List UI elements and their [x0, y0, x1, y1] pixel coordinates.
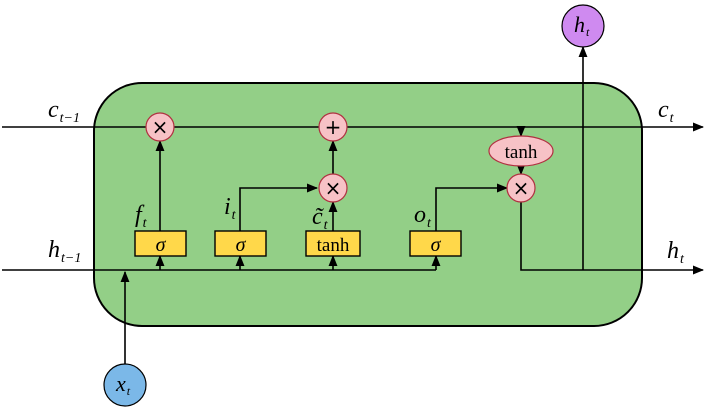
input-gate-label: it	[224, 194, 237, 223]
svg-text:×: ×	[152, 115, 169, 139]
tanh-operator: tanh	[488, 135, 554, 167]
output-multiply-operator: ×	[506, 173, 536, 203]
output-gate-label: ot	[414, 202, 432, 231]
cell-state-output-label: ct	[658, 97, 675, 126]
input-x-node: xt	[103, 363, 147, 407]
output-to-mult	[435, 183, 509, 231]
add-operator: +	[318, 112, 348, 142]
input-gate-symbol: σ	[236, 234, 247, 256]
cell-state-input-label: ct−1	[48, 97, 80, 126]
svg-text:×: ×	[513, 176, 530, 200]
svg-text:+: +	[325, 115, 342, 139]
forget-gate-symbol: σ	[156, 234, 167, 256]
forget-gate-label: ft	[135, 202, 148, 231]
output-gate-symbol: σ	[431, 234, 442, 256]
input-multiply-operator: ×	[318, 173, 348, 203]
hidden-state-input-label: ht−1	[48, 237, 81, 266]
svg-text:tanh: tanh	[505, 142, 538, 163]
candidate-gate-symbol: tanh	[317, 235, 350, 256]
forget-multiply-operator: ×	[145, 112, 175, 142]
svg-text:×: ×	[325, 176, 342, 200]
input-to-mult	[239, 183, 319, 231]
input-gate: σ	[214, 230, 267, 257]
output-gate: σ	[409, 230, 462, 257]
svg-text:xt: xt	[115, 371, 131, 398]
candidate-gate-label: c̃t	[312, 204, 329, 233]
forget-gate: σ	[134, 230, 187, 257]
hidden-state-output-label: ht	[667, 238, 685, 267]
lstm-cell-body	[93, 82, 643, 327]
hidden-output-node: ht	[561, 4, 605, 48]
candidate-gate: tanh	[305, 230, 361, 257]
svg-text:ht: ht	[574, 12, 590, 39]
hidden-output-line	[520, 202, 705, 275]
